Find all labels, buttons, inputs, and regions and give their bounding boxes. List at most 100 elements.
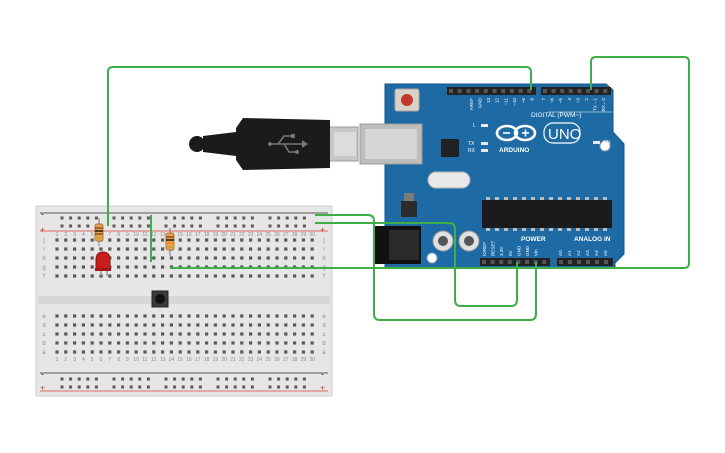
breadboard-hole[interactable] [161,341,165,345]
breadboard-hole[interactable] [213,247,217,251]
breadboard-hole[interactable] [310,256,314,260]
breadboard-hole[interactable] [257,238,261,242]
breadboard-hole[interactable] [134,274,138,278]
breadboard-hole[interactable] [222,314,226,318]
wires[interactable] [107,56,690,321]
breadboard-hole[interactable] [117,314,121,318]
rail-hole[interactable] [112,216,116,220]
rail-hole[interactable] [233,224,237,228]
breadboard-hole[interactable] [117,256,121,260]
breadboard-hole[interactable] [152,256,156,260]
breadboard-hole[interactable] [90,274,94,278]
breadboard-hole[interactable] [90,247,94,251]
breadboard-hole[interactable] [73,323,77,327]
rail-hole[interactable] [233,216,237,220]
rail-hole[interactable] [77,377,81,381]
breadboard-hole[interactable] [310,341,314,345]
header-pin-hole[interactable] [560,89,565,93]
rail-hole[interactable] [60,377,64,381]
breadboard-hole[interactable] [134,332,138,336]
breadboard-hole[interactable] [64,274,68,278]
breadboard-hole[interactable] [213,341,217,345]
header-pin-hole[interactable] [586,89,590,93]
rail-hole[interactable] [285,377,289,381]
breadboard-hole[interactable] [231,247,235,251]
breadboard-hole[interactable] [222,247,226,251]
breadboard-hole[interactable] [64,332,68,336]
rail-hole[interactable] [268,385,272,389]
header-pin-hole[interactable] [449,89,453,93]
rail-hole[interactable] [302,224,306,228]
breadboard-hole[interactable] [301,332,305,336]
header-pin-hole[interactable] [516,260,521,264]
breadboard-hole[interactable] [169,314,173,318]
breadboard-hole[interactable] [257,256,261,260]
breadboard-hole[interactable] [266,323,270,327]
breadboard-hole[interactable] [310,323,314,327]
breadboard-hole[interactable] [205,238,209,242]
breadboard-hole[interactable] [143,323,147,327]
breadboard-hole[interactable] [55,256,59,260]
breadboard-hole[interactable] [187,350,191,354]
breadboard-hole[interactable] [187,314,191,318]
breadboard-hole[interactable] [205,350,209,354]
breadboard-hole[interactable] [134,265,138,269]
breadboard-hole[interactable] [187,323,191,327]
rail-hole[interactable] [216,385,220,389]
breadboard-hole[interactable] [125,314,129,318]
breadboard-hole[interactable] [222,238,226,242]
rail-hole[interactable] [164,377,168,381]
breadboard-hole[interactable] [266,314,270,318]
rail-hole[interactable] [121,224,125,228]
header-pin-hole[interactable] [475,89,480,93]
breadboard-hole[interactable] [73,332,77,336]
pushbutton[interactable] [151,290,169,308]
breadboard-hole[interactable] [73,256,77,260]
header-pin-hole[interactable] [509,89,514,93]
breadboard-hole[interactable] [213,350,217,354]
rail-hole[interactable] [173,216,177,220]
breadboard-hole[interactable] [143,256,147,260]
breadboard-hole[interactable] [108,247,112,251]
breadboard-hole[interactable] [178,314,182,318]
breadboard-hole[interactable] [152,265,156,269]
breadboard-hole[interactable] [284,341,288,345]
rail-hole[interactable] [60,385,64,389]
breadboard-hole[interactable] [231,314,235,318]
rail-hole[interactable] [285,216,289,220]
breadboard-hole[interactable] [196,238,200,242]
breadboard-hole[interactable] [293,247,297,251]
header-pin-hole[interactable] [551,89,556,93]
rail-hole[interactable] [121,385,125,389]
breadboard-hole[interactable] [125,265,129,269]
breadboard-hole[interactable] [73,341,77,345]
rail-hole[interactable] [69,385,73,389]
header-pin-hole[interactable] [507,260,512,264]
breadboard-hole[interactable] [81,314,85,318]
breadboard-hole[interactable] [134,350,138,354]
breadboard-hole[interactable] [143,247,147,251]
breadboard-hole[interactable] [125,323,129,327]
rail-hole[interactable] [277,385,281,389]
breadboard-hole[interactable] [187,332,191,336]
header-pin-hole[interactable] [457,89,462,93]
rail-hole[interactable] [250,385,254,389]
rail-hole[interactable] [250,216,254,220]
header-pin-hole[interactable] [577,89,582,93]
rail-hole[interactable] [225,377,229,381]
breadboard-hole[interactable] [81,256,85,260]
rail-hole[interactable] [77,224,81,228]
breadboard-hole[interactable] [187,256,191,260]
digital-header-left[interactable] [447,87,536,95]
breadboard-hole[interactable] [90,314,94,318]
breadboard-hole[interactable] [231,274,235,278]
breadboard-hole[interactable] [108,341,112,345]
breadboard-hole[interactable] [301,256,305,260]
rail-hole[interactable] [198,385,202,389]
rail-hole[interactable] [121,377,125,381]
breadboard-hole[interactable] [55,314,59,318]
header-pin-hole[interactable] [499,260,504,264]
breadboard-hole[interactable] [275,256,279,260]
breadboard-hole[interactable] [143,341,147,345]
breadboard-hole[interactable] [125,238,129,242]
